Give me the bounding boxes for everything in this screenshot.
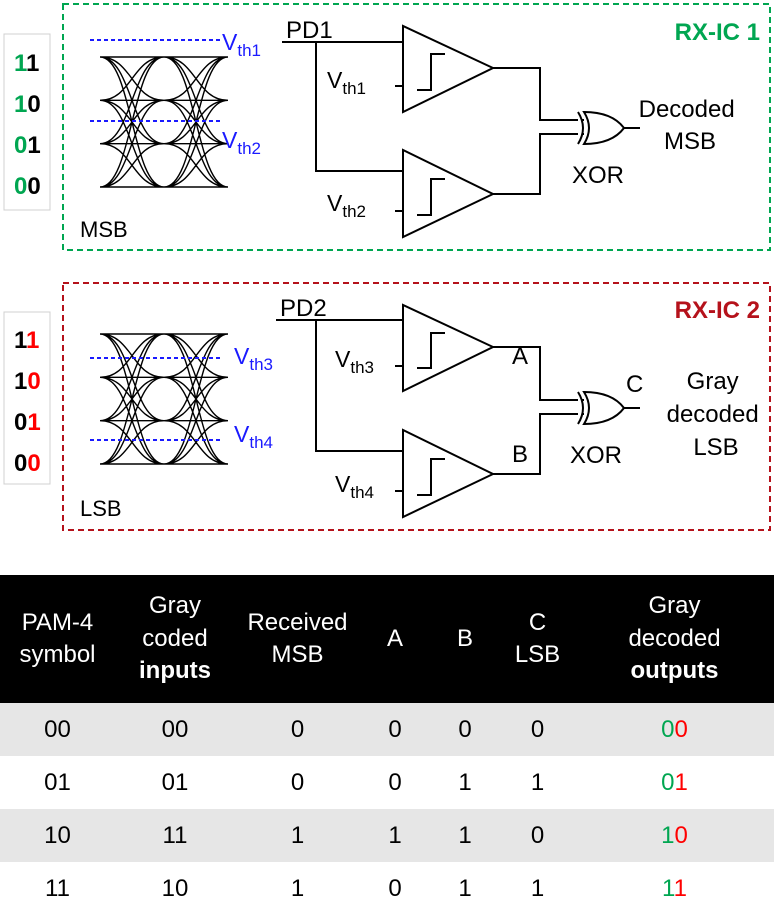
- rx2-pd-label: PD2: [280, 295, 327, 322]
- decoded-output-cell: 01: [575, 756, 774, 809]
- inputs-cell: 10: [115, 862, 235, 915]
- decoded-lsb-digit: 1: [673, 874, 687, 902]
- rx1-vth1-label: Vth1: [222, 29, 261, 60]
- received-msb-cell: 0: [235, 703, 360, 756]
- rx1-xor-gate: [577, 110, 626, 146]
- c-lsb-cell: 0: [500, 703, 575, 756]
- decoded-msb-digit: 0: [661, 715, 675, 743]
- decoded-msb-digit: 1: [662, 874, 674, 902]
- header-b: B: [430, 575, 500, 703]
- rx2-xor-label: XOR: [570, 442, 622, 469]
- node-c-label: C: [626, 371, 643, 398]
- b-cell: 0: [430, 703, 500, 756]
- rx1-title: RX-IC 1: [675, 19, 760, 46]
- header-a: A: [360, 575, 430, 703]
- inputs-cell: 01: [115, 756, 235, 809]
- rx1-comparator-bottom: [402, 148, 496, 239]
- a-cell: 1: [360, 809, 430, 862]
- rx1-level-01: 01: [14, 132, 41, 159]
- rx2-eye-diagram: [99, 333, 229, 465]
- decoded-output-cell: 11: [575, 862, 774, 915]
- rx1-output-label: Decoded MSB: [639, 96, 742, 155]
- a-cell: 0: [360, 756, 430, 809]
- rx2-level-box: [3, 311, 51, 485]
- rx1-vth1-input-label: Vth1: [327, 67, 366, 98]
- a-cell: 0: [360, 862, 430, 915]
- node-b-label: B: [512, 441, 528, 468]
- rx2-level-10: 10: [14, 368, 41, 395]
- rx1-level-00: 00: [14, 173, 41, 200]
- receiver-diagram: RX-IC 1 11 10 01 00 Vth1 Vth2 MSB PD1 Vt…: [3, 3, 771, 531]
- rx2-xor-gate: [577, 390, 626, 426]
- rx1-xor-label: XOR: [572, 162, 624, 189]
- rx2-wires: [276, 319, 640, 492]
- decoded-msb-digit: 1: [661, 821, 675, 849]
- b-cell: 1: [430, 862, 500, 915]
- rx1-level-box: [3, 33, 51, 211]
- b-cell: 1: [430, 756, 500, 809]
- rx1-wires: [282, 41, 640, 212]
- rx2-vth4-input-label: Vth4: [335, 471, 374, 502]
- c-lsb-cell: 1: [500, 862, 575, 915]
- rx2-level-00: 00: [14, 450, 41, 477]
- rx2-eye-label: LSB: [80, 496, 122, 521]
- decoded-lsb-digit: 1: [674, 768, 688, 796]
- rx1-frame: [62, 3, 771, 251]
- rx2-comparator-top: [402, 303, 496, 393]
- received-msb-cell: 1: [235, 809, 360, 862]
- rx1-level-10: 10: [14, 91, 41, 118]
- eye-traces: [99, 333, 229, 465]
- rx2-level-11: 11: [14, 327, 39, 354]
- c-lsb-cell: 1: [500, 756, 575, 809]
- b-cell: 1: [430, 809, 500, 862]
- rx2-level-01: 01: [14, 409, 41, 436]
- inputs-cell: 00: [115, 703, 235, 756]
- rx2-frame: [62, 282, 771, 531]
- rx1-vth2-input-label: Vth2: [327, 190, 366, 221]
- decoded-lsb-digit: 0: [674, 715, 688, 743]
- received-msb-cell: 0: [235, 756, 360, 809]
- rx1-pd-label: PD1: [286, 17, 333, 44]
- rx2-vth4-label: Vth4: [234, 421, 273, 452]
- node-a-label: A: [512, 343, 528, 370]
- rx2-comparator-bottom: [402, 428, 496, 519]
- rx2-output-label: Gray decoded LSB: [667, 368, 766, 461]
- rx2-vth3-label: Vth3: [234, 343, 273, 374]
- rx1-eye-label: MSB: [80, 217, 128, 242]
- rx1-comparator-top: [402, 24, 496, 114]
- inputs-cell: 11: [115, 809, 235, 862]
- decoded-msb-digit: 0: [661, 768, 675, 796]
- rx2-level-labels: 11 10 01 00: [14, 327, 41, 477]
- rx1-level-labels: 11 10 01 00: [14, 50, 41, 200]
- c-lsb-cell: 0: [500, 809, 575, 862]
- symbol-cell: 00: [0, 703, 115, 756]
- decoded-output-cell: 10: [575, 809, 774, 862]
- decoded-output-cell: 00: [575, 703, 774, 756]
- symbol-cell: 01: [0, 756, 115, 809]
- rx2-title: RX-IC 2: [675, 297, 760, 324]
- rx2-vth3-input-label: Vth3: [335, 346, 374, 377]
- rx1-level-11: 11: [14, 50, 39, 77]
- symbol-cell: 11: [0, 862, 115, 915]
- symbol-cell: 10: [0, 809, 115, 862]
- rx1-vth2-label: Vth2: [222, 127, 261, 158]
- decoded-lsb-digit: 0: [674, 821, 688, 849]
- received-msb-cell: 1: [235, 862, 360, 915]
- a-cell: 0: [360, 703, 430, 756]
